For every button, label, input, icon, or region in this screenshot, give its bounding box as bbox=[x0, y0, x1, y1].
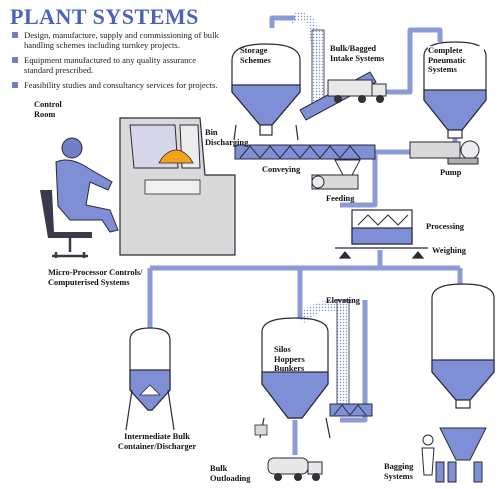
label-elevating: Elevating bbox=[326, 296, 360, 305]
label-bin-discharging: Bin Discharging bbox=[205, 128, 249, 147]
control-room-group bbox=[40, 117, 236, 258]
pump-unit bbox=[409, 140, 480, 165]
ibc-discharger bbox=[125, 327, 175, 431]
pipe-network bbox=[147, 15, 463, 455]
storage-elevator bbox=[287, 12, 322, 71]
label-silos: Silos Hoppers Bunkers bbox=[274, 345, 305, 373]
storage-silo bbox=[231, 43, 301, 141]
keyboard bbox=[144, 179, 201, 195]
label-feeding: Feeding bbox=[326, 194, 355, 203]
processing-vessel bbox=[335, 209, 428, 259]
label-control-room: Control Room bbox=[34, 100, 62, 119]
label-micro-processor: Micro-Processor Controls/ Computerised S… bbox=[48, 268, 143, 287]
label-complete-pneumatic: Complete Pneumatic Systems bbox=[428, 46, 484, 75]
bagging-unit bbox=[421, 427, 487, 483]
label-conveying: Conveying bbox=[262, 165, 301, 174]
operator-head bbox=[61, 137, 83, 159]
feeding-unit bbox=[311, 159, 361, 190]
label-weighing: Weighing bbox=[432, 246, 466, 255]
bagging-silo bbox=[431, 283, 495, 409]
feature-list: Design, manufacture, supply and commissi… bbox=[12, 30, 222, 95]
label-bulk-bagged-intake: Bulk/Bagged Intake Systems bbox=[330, 44, 385, 63]
silo-hopper bbox=[254, 317, 331, 439]
outload-conveyor bbox=[329, 403, 373, 417]
operator-body bbox=[55, 159, 119, 233]
label-bagging: Bagging Systems bbox=[384, 462, 414, 481]
intake-truck bbox=[327, 79, 387, 103]
label-processing: Processing bbox=[426, 222, 464, 231]
chair bbox=[40, 190, 92, 238]
bullet-feasibility: Feasibility studies and consultancy serv… bbox=[12, 80, 222, 90]
page-title: PLANT SYSTEMS bbox=[10, 4, 199, 29]
bullet-design: Design, manufacture, supply and commissi… bbox=[12, 30, 222, 50]
label-pump: Pump bbox=[440, 168, 462, 177]
hard-hat-icon bbox=[158, 149, 194, 164]
label-ibc: Intermediate Bulk Container/Discharger bbox=[117, 432, 197, 451]
bullet-quality: Equipment manufactured to any quality as… bbox=[12, 55, 222, 75]
silo-bucket-elevator bbox=[336, 299, 350, 411]
label-storage-schemes: Storage Schemes bbox=[240, 46, 271, 65]
outloading-truck bbox=[267, 457, 323, 481]
label-bulk-outloading: Bulk Outloading bbox=[210, 464, 251, 483]
bin-discharge-conveyor bbox=[234, 144, 376, 160]
